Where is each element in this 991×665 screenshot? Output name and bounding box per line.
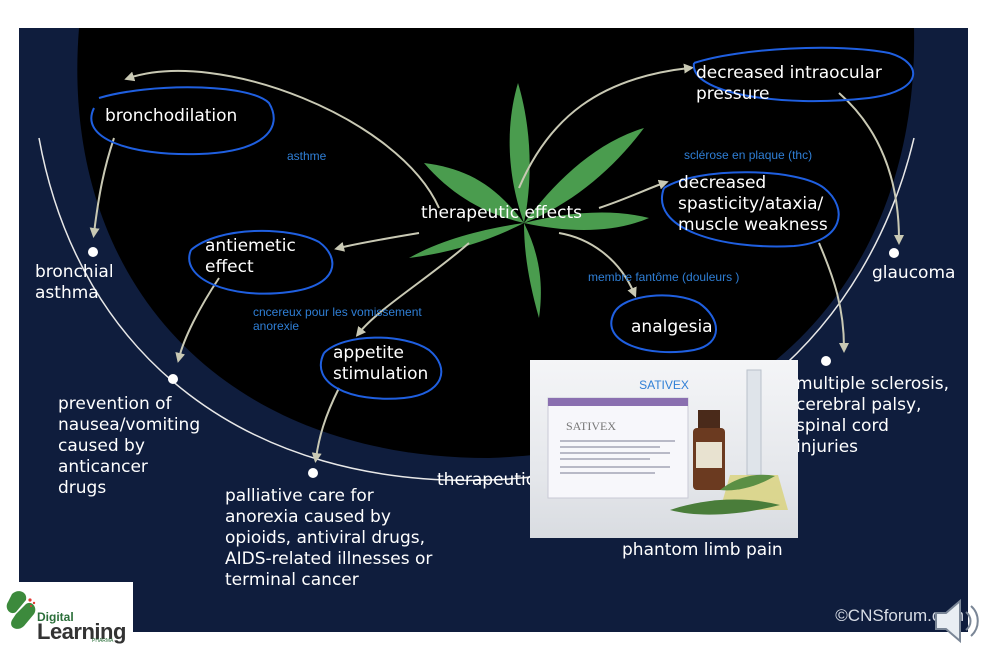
- svg-text:SATIVEX: SATIVEX: [566, 419, 616, 433]
- logo-line3: PHARMA: [92, 638, 114, 644]
- note-sativex: SATIVEX: [639, 378, 689, 392]
- effect-spasticity: decreased spasticity/ataxia/ muscle weak…: [678, 173, 828, 235]
- outer-arc: [38, 137, 915, 482]
- capsule-logo-icon: [6, 591, 36, 629]
- effect-analgesia: analgesia: [631, 317, 713, 337]
- diagram-graphics: [38, 28, 915, 482]
- copyright: ©CNSforum.com: [835, 606, 964, 625]
- logo-line1: Digital: [37, 610, 74, 624]
- effect-intraocular: decreased intraocular pressure: [696, 63, 882, 104]
- speaker-icon[interactable]: [930, 596, 988, 646]
- use-bronchial-asthma: bronchial asthma: [35, 262, 114, 303]
- effect-bronchodilation: bronchodilation: [105, 106, 238, 126]
- background-circle: [77, 28, 915, 458]
- digital-learning-logo: Digital Learning PHARMA: [0, 582, 133, 644]
- sativex-product-image: SATIVEX: [547, 369, 788, 515]
- use-palliative: palliative care for anorexia caused by o…: [225, 486, 433, 590]
- effect-appetite: appetite stimulation: [333, 343, 429, 384]
- logo-line2: Learning: [37, 619, 126, 644]
- sativex-photo: SATIVEX SATIVEX: [530, 360, 798, 538]
- use-phantom-limb: phantom limb pain: [622, 540, 783, 560]
- note-sclerose: sclérose en plaque (thc): [684, 148, 813, 162]
- use-ms: multiple sclerosis, cerebral palsy, spin…: [796, 374, 950, 457]
- use-glaucoma: glaucoma: [872, 263, 956, 283]
- note-membre: membre fantôme (douleurs ): [588, 270, 740, 284]
- arc-therapeutic-label: therapeutic: [437, 470, 536, 490]
- note-cancereux: cncereux pour les vomissement anorexie: [253, 305, 422, 333]
- use-nausea: prevention of nausea/vomiting caused by …: [58, 394, 201, 498]
- cannabis-leaf-icon: [409, 83, 649, 318]
- note-asthme: asthme: [287, 149, 327, 163]
- effect-antiemetic: antiemetic effect: [205, 236, 296, 277]
- slide: bronchodilation antiemetic effect appeti…: [19, 28, 968, 632]
- center-therapeutic-effects: therapeutic effects: [421, 203, 582, 223]
